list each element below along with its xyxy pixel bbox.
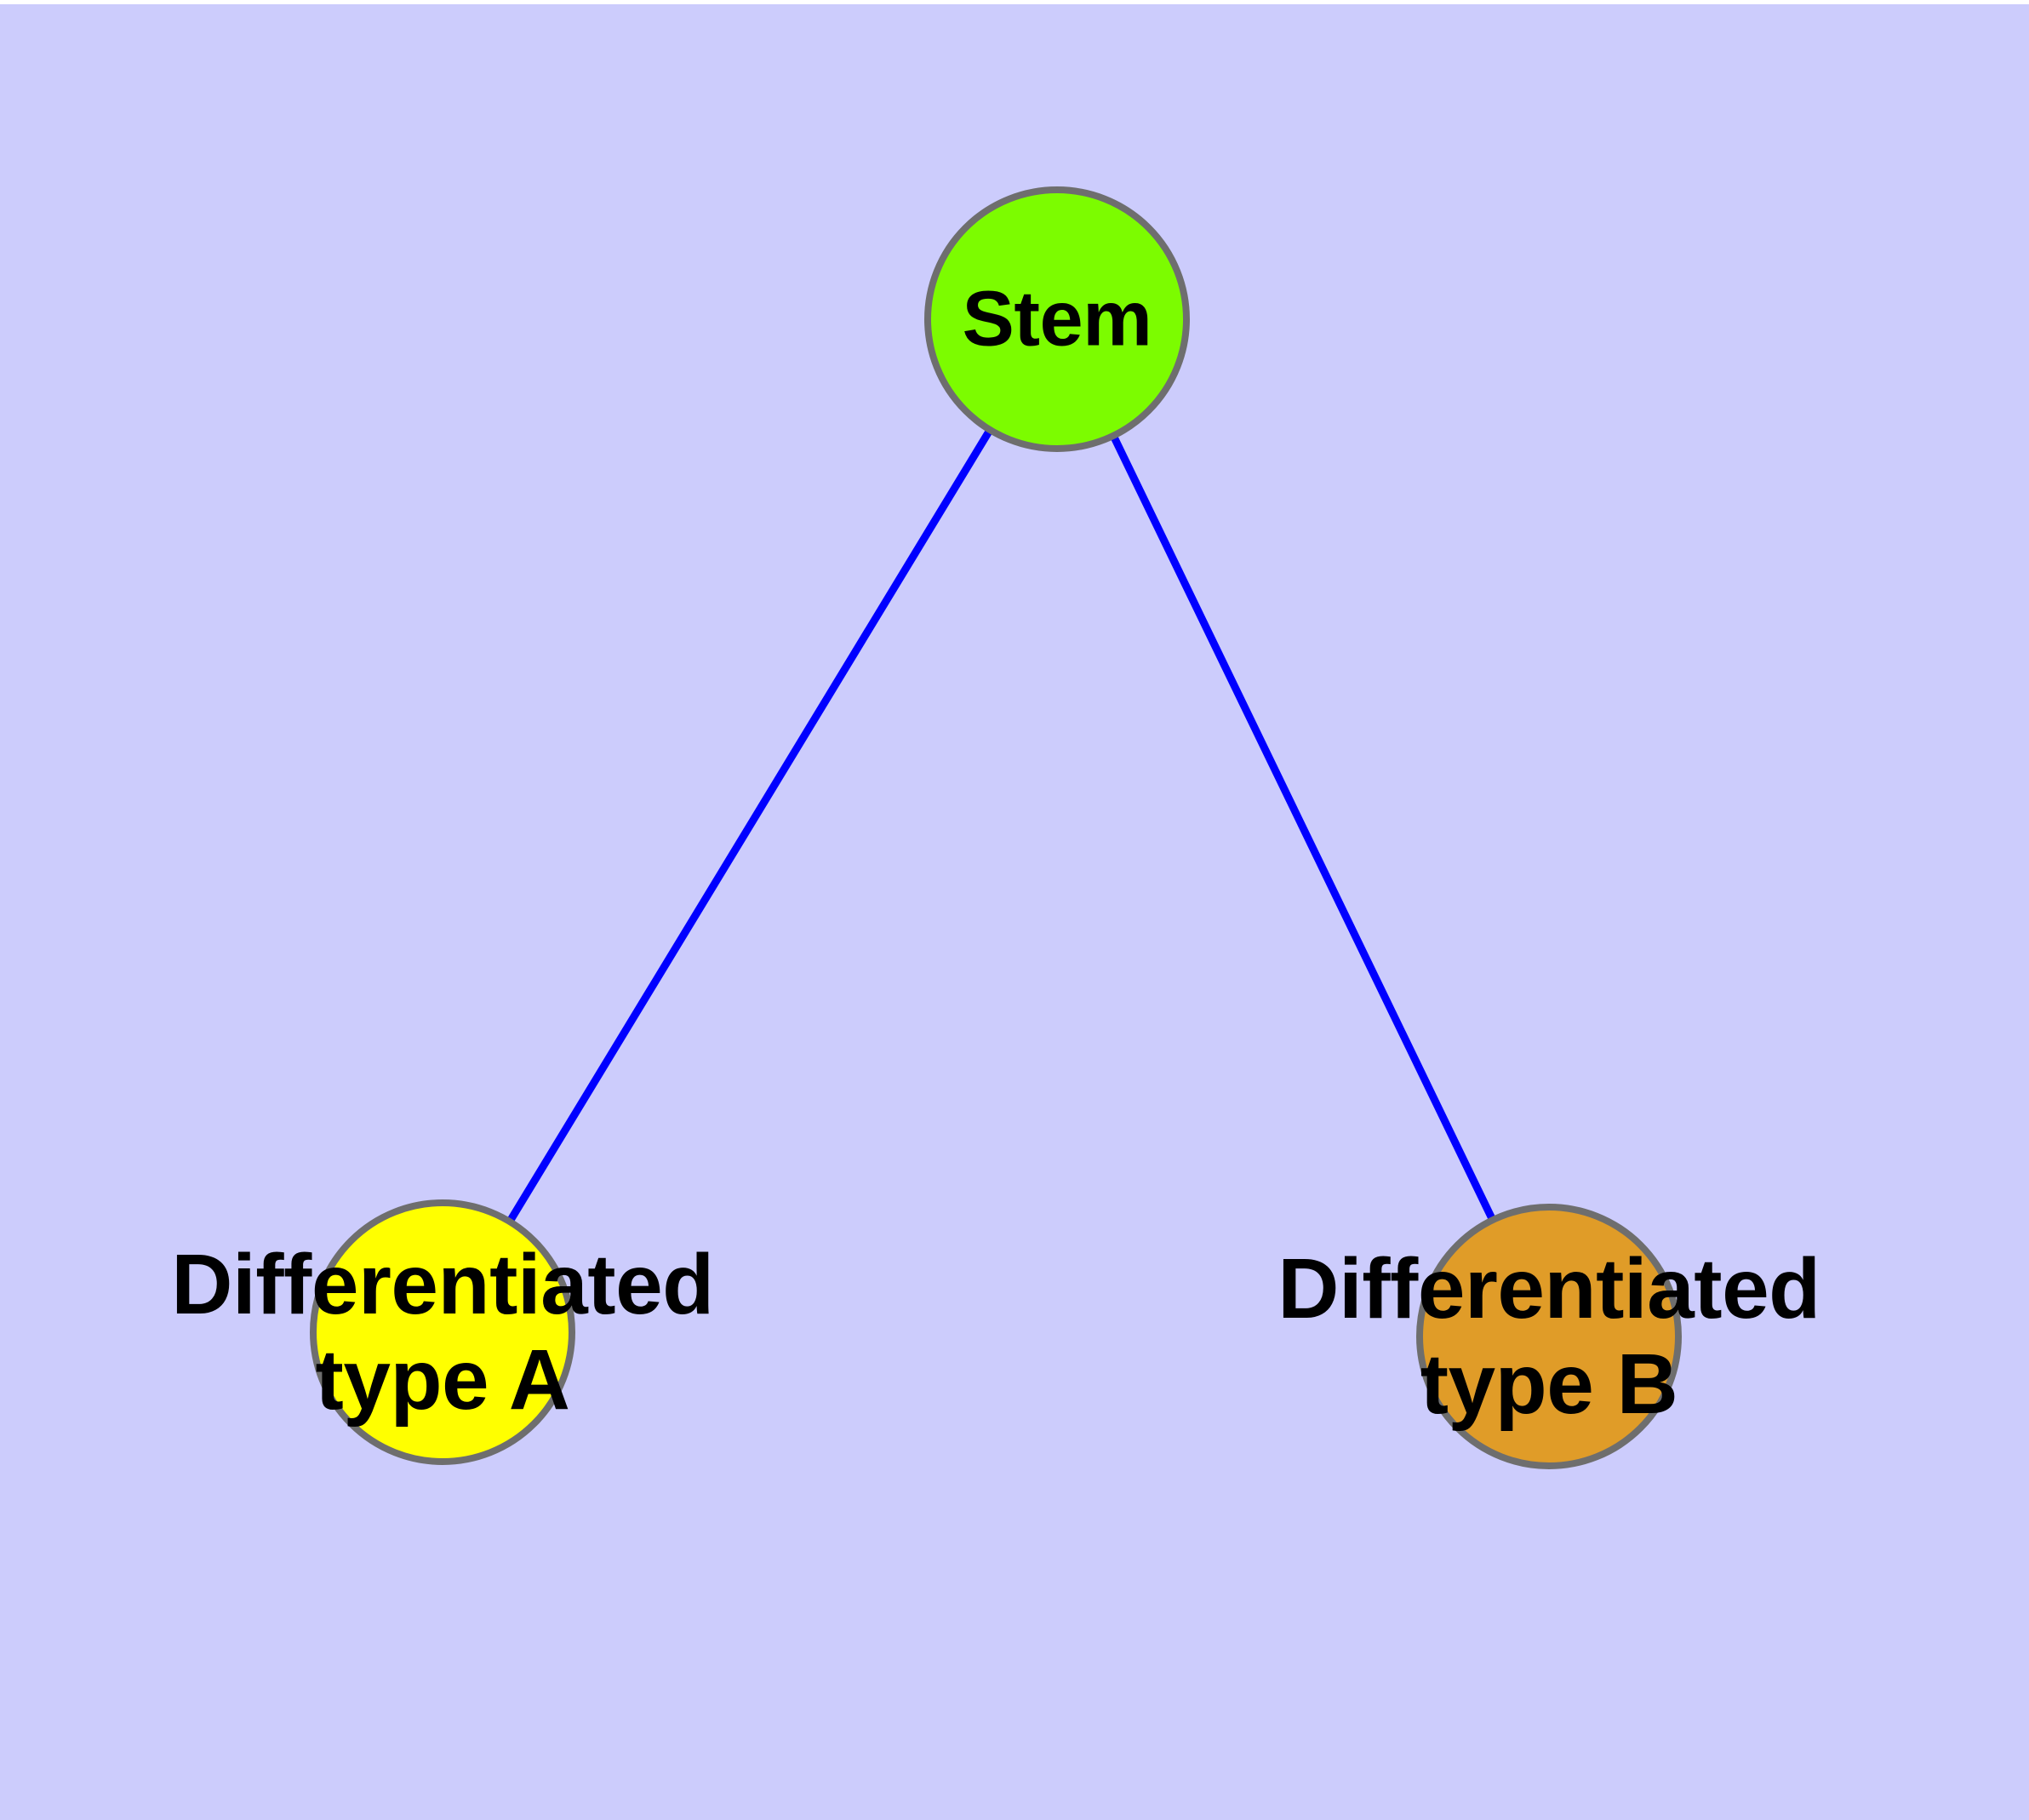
- node-layer: [310, 186, 1682, 1469]
- edge-stem-to-differentiated-type-a: [439, 317, 1060, 1335]
- diagram-plot-area: Stem Differentiated type A Differentiate…: [0, 4, 2029, 1820]
- node-differentiated-type-b[interactable]: [1416, 1204, 1682, 1469]
- node-stem[interactable]: [924, 186, 1190, 452]
- node-differentiated-type-a[interactable]: [310, 1199, 575, 1465]
- edge-stem-to-differentiated-type-b: [1053, 318, 1553, 1338]
- cell-differentiation-graph: [310, 186, 1682, 1469]
- edge-layer: [439, 317, 1553, 1338]
